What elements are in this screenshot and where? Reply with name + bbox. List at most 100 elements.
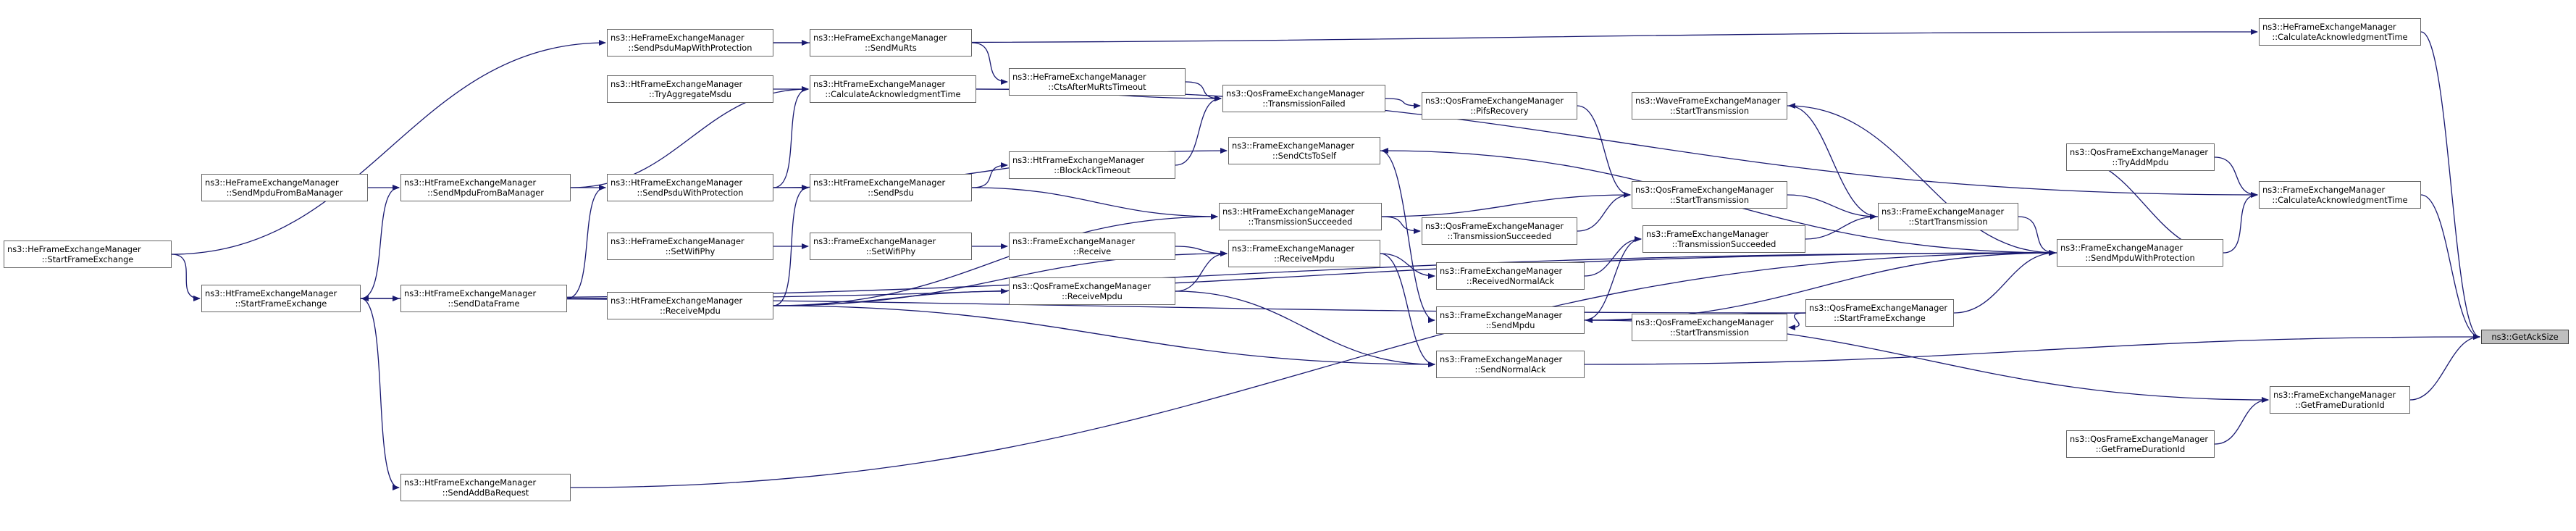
node-fem-calcacktime[interactable]: ns3::FrameExchangeManager::CalculateAckn…	[2259, 181, 2421, 209]
node-method-label: ::SendAddBaRequest	[442, 488, 529, 498]
node-method-label: ::GetFrameDurationId	[2295, 400, 2385, 410]
node-fem-sendmpdu[interactable]: ns3::FrameExchangeManager::SendMpdu	[1436, 306, 1585, 334]
node-method-label: ::Receive	[1073, 246, 1112, 256]
node-he-calcacktime[interactable]: ns3::HeFrameExchangeManager::CalculateAc…	[2259, 18, 2421, 46]
node-ht-sendpsduwithprotection[interactable]: ns3::HtFrameExchangeManager::SendPsduWit…	[607, 174, 773, 201]
edge-ht-transmissionsucceeded-to-qos-transmissionsucceeded	[1381, 216, 1421, 234]
node-class-label: ns3::HtFrameExchangeManager	[404, 288, 537, 298]
edge-ht-receivempdu-to-ht-sendpsdu	[773, 185, 809, 306]
node-ht-sendmpdufrombamanager[interactable]: ns3::HtFrameExchangeManager::SendMpduFro…	[400, 174, 571, 201]
node-class-label: ns3::QosFrameExchangeManager	[1226, 88, 1365, 99]
node-class-label: ns3::HtFrameExchangeManager	[1222, 206, 1355, 217]
node-ht-blockacktimeout[interactable]: ns3::HtFrameExchangeManager::BlockAckTim…	[1009, 151, 1175, 179]
node-method-label: ::ReceivedNormalAck	[1466, 276, 1555, 286]
node-fem-receive[interactable]: ns3::FrameExchangeManager::Receive	[1009, 233, 1175, 260]
node-he-setwifiphy[interactable]: ns3::HeFrameExchangeManager::SetWifiPhy	[607, 233, 773, 260]
node-class-label: ns3::FrameExchangeManager	[2262, 185, 2386, 195]
node-fem-starttransmission[interactable]: ns3::FrameExchangeManager::StartTransmis…	[1878, 203, 2018, 230]
edge-fem-starttransmission-to-fem-sendmpduwithprotection	[2018, 216, 2056, 256]
node-class-label: ns3::WaveFrameExchangeManager	[1635, 96, 1781, 106]
node-qos-starttransmission[interactable]: ns3::QosFrameExchangeManager::StartTrans…	[1632, 181, 1787, 209]
node-ht-transmissionsucceeded[interactable]: ns3::HtFrameExchangeManager::Transmissio…	[1219, 203, 1382, 230]
edge-fem-receivempdu-to-fem-sendnormalack	[1380, 253, 1435, 367]
edge-ht-sendpsduwithprotection-to-ht-calcacktime	[773, 86, 809, 188]
node-class-label: ns3::FrameExchangeManager	[1232, 243, 1355, 254]
edge-ht-receivempdu-to-fem-sendnormalack	[773, 305, 1435, 367]
node-method-label: ::GetFrameDurationId	[2095, 444, 2186, 454]
node-method-label: ::StartFrameExchange	[41, 254, 134, 264]
edge-qos-starttransmission-to-fem-starttransmission	[1787, 194, 1877, 219]
node-fem-sendnormalack[interactable]: ns3::FrameExchangeManager::SendNormalAck	[1436, 351, 1585, 378]
edge-fem-receivempdu-to-fem-receivednormalack	[1380, 253, 1435, 279]
node-he-sendmurts[interactable]: ns3::HeFrameExchangeManager::SendMuRts	[810, 29, 972, 57]
node-getacksize[interactable]: ns3::GetAckSize	[2481, 330, 2569, 344]
node-class-label: ns3::FrameExchangeManager	[813, 236, 936, 246]
node-ht-tryaggregatemsdu[interactable]: ns3::HtFrameExchangeManager::TryAggregat…	[607, 75, 773, 103]
node-he-sendmpdufrombamanager[interactable]: ns3::HeFrameExchangeManager::SendMpduFro…	[201, 174, 368, 201]
node-method-label: ::SendPsduWithProtection	[637, 188, 744, 198]
node-method-label: ::SendDataFrame	[448, 298, 520, 309]
node-qos-startframeexchange[interactable]: ns3::QosFrameExchangeManager::StartFrame…	[1805, 299, 1954, 327]
edge-he-sendmurts-to-he-ctsaftermurtstimeout	[971, 42, 1008, 85]
node-fem-sendmpduwithprotection[interactable]: ns3::FrameExchangeManager::SendMpduWithP…	[2057, 239, 2223, 267]
node-he-startframeexchange[interactable]: ns3::HeFrameExchangeManager::StartFrameE…	[4, 241, 172, 268]
node-he-ctsaftermurtstimeout[interactable]: ns3::HeFrameExchangeManager::CtsAfterMuR…	[1009, 68, 1186, 96]
node-he-sendpsdumapwithprotection[interactable]: ns3::HeFrameExchangeManager::SendPsduMap…	[607, 29, 773, 57]
node-method-label: ::SendMpduFromBaManager	[427, 188, 544, 198]
node-method-label: ::TryAddMpdu	[2112, 157, 2169, 167]
node-ht-calcacktime[interactable]: ns3::HtFrameExchangeManager::CalculateAc…	[810, 75, 976, 103]
edge-ht-sendpsdu-to-ht-blockacktimeout	[971, 162, 1008, 188]
edge-ht-sendmpdufrombamanager-to-ht-calcacktime	[570, 86, 809, 188]
node-class-label: ns3::FrameExchangeManager	[1440, 310, 1563, 320]
node-qos-transmissionfailed[interactable]: ns3::QosFrameExchangeManager::Transmissi…	[1222, 85, 1385, 112]
edge-ht-blockacktimeout-to-qos-transmissionfailed	[1175, 96, 1222, 166]
edge-ht-sendaddbarequest-to-fem-sendmpduwithprotection	[570, 250, 2056, 488]
node-class-label: ns3::QosFrameExchangeManager	[1012, 281, 1151, 291]
node-qos-pifsrecovery[interactable]: ns3::QosFrameExchangeManager::PifsRecove…	[1422, 92, 1577, 120]
edge-ht-receivempdu-to-ht-transmissionsucceeded	[773, 214, 1218, 306]
node-method-label: ::SendCtsToSelf	[1272, 151, 1337, 161]
node-method-label: ::SendMpdu	[1485, 320, 1535, 330]
node-fem-setwifiphy[interactable]: ns3::FrameExchangeManager::SetWifiPhy	[810, 233, 972, 260]
node-class-label: ns3::QosFrameExchangeManager	[1635, 317, 1774, 327]
node-qos-starttransmission2[interactable]: ns3::QosFrameExchangeManager::StartTrans…	[1632, 314, 1787, 341]
node-ht-receivempdu[interactable]: ns3::HtFrameExchangeManager::ReceiveMpdu	[607, 292, 773, 319]
node-method-label: ::ReceiveMpdu	[660, 306, 721, 316]
node-fem-receivednormalack[interactable]: ns3::FrameExchangeManager::ReceivedNorma…	[1436, 262, 1585, 290]
node-fem-transmissionsucceeded[interactable]: ns3::FrameExchangeManager::TransmissionS…	[1642, 225, 1805, 253]
node-wave-starttransmission[interactable]: ns3::WaveFrameExchangeManager::StartTran…	[1632, 92, 1787, 120]
node-ht-startframeexchange[interactable]: ns3::HtFrameExchangeManager::StartFrameE…	[201, 285, 361, 312]
node-method-label: ::TransmissionFailed	[1262, 99, 1346, 109]
edge-ht-senddataframe-to-fem-sendmpduwithprotection	[566, 250, 2056, 299]
node-qos-getframedurationid[interactable]: ns3::QosFrameExchangeManager::GetFrameDu…	[2066, 430, 2215, 458]
node-ht-senddataframe[interactable]: ns3::HtFrameExchangeManager::SendDataFra…	[400, 285, 567, 312]
edge-fem-sendmpduwithprotection-to-fem-calcacktime	[2223, 192, 2258, 254]
node-class-label: ns3::QosFrameExchangeManager	[1425, 96, 1564, 106]
node-class-label: ns3::HeFrameExchangeManager	[813, 33, 947, 43]
node-class-label: ns3::FrameExchangeManager	[1012, 236, 1136, 246]
node-fem-receivempdu[interactable]: ns3::FrameExchangeManager::ReceiveMpdu	[1228, 240, 1380, 267]
edge-fem-transmissionsucceeded-to-fem-starttransmission	[1805, 214, 1877, 240]
edge-qos-transmissionsucceeded-to-qos-starttransmission	[1577, 192, 1631, 232]
edge-ht-startframeexchange-to-ht-sendaddbarequest	[360, 298, 400, 490]
edge-ht-calcacktime-to-fem-calcacktime	[976, 88, 2258, 198]
node-class-label: ns3::HtFrameExchangeManager	[1012, 155, 1145, 165]
edge-fem-receive-to-fem-receivempdu	[1175, 246, 1228, 256]
edge-ht-senddataframe-to-ht-sendpsduwithprotection	[566, 185, 606, 299]
node-class-label: ns3::QosFrameExchangeManager	[2070, 434, 2209, 444]
node-method-label: ::TryAggregateMsdu	[649, 89, 731, 99]
node-method-label: ::CalculateAcknowledgmentTime	[2272, 195, 2408, 205]
edge-he-calcacktime-to-getacksize	[2420, 31, 2480, 340]
node-ht-sendpsdu[interactable]: ns3::HtFrameExchangeManager::SendPsdu	[810, 174, 972, 201]
node-fem-getframedurationid[interactable]: ns3::FrameExchangeManager::GetFrameDurat…	[2270, 386, 2410, 414]
node-fem-sendctstoself[interactable]: ns3::FrameExchangeManager::SendCtsToSelf	[1228, 137, 1380, 164]
node-qos-receivempdu[interactable]: ns3::QosFrameExchangeManager::ReceiveMpd…	[1009, 277, 1175, 305]
edge-ht-sendpsdu-to-ht-transmissionsucceeded	[971, 187, 1218, 219]
edge-fem-sendnormalack-to-getacksize	[1584, 334, 2480, 365]
node-method-label: ::SetWifiPhy	[665, 246, 716, 256]
node-qos-tryaddmpdu[interactable]: ns3::QosFrameExchangeManager::TryAddMpdu	[2066, 143, 2215, 171]
node-ht-sendaddbarequest[interactable]: ns3::HtFrameExchangeManager::SendAddBaRe…	[400, 474, 571, 501]
node-qos-transmissionsucceeded[interactable]: ns3::QosFrameExchangeManager::Transmissi…	[1422, 217, 1577, 245]
node-method-label: ::SendMpduWithProtection	[2085, 253, 2195, 263]
